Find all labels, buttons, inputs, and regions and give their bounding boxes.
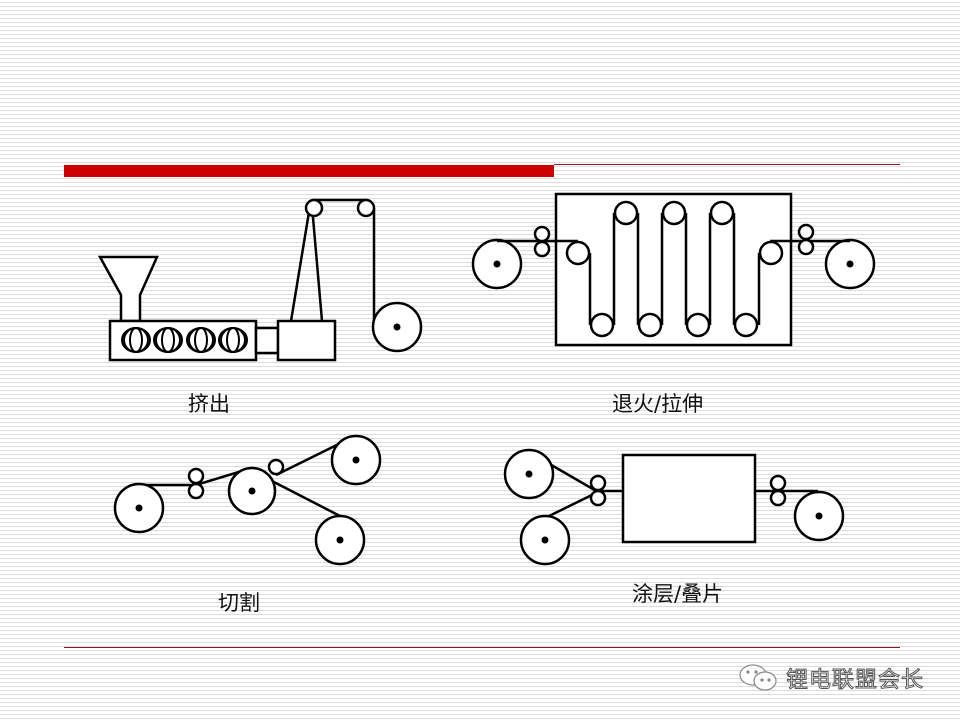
annealing-diagram xyxy=(471,192,876,347)
hopper-icon xyxy=(97,255,159,323)
guide-roller xyxy=(356,198,376,218)
coating-diagram xyxy=(503,448,845,566)
guide-roller xyxy=(304,198,324,218)
label-coating-laminating: 涂层/叠片 xyxy=(632,582,724,606)
footer-rule xyxy=(64,647,900,648)
label-annealing-stretching: 退火/拉伸 xyxy=(612,392,704,416)
watermark-text: 锂电联盟会长 xyxy=(785,668,925,694)
extruder-neck xyxy=(254,326,280,355)
extruder-barrel xyxy=(108,319,258,362)
extrusion-diagram xyxy=(97,198,423,362)
label-slitting: 切割 xyxy=(218,591,260,615)
title-accent-bar xyxy=(64,165,554,177)
label-extrusion: 挤出 xyxy=(188,392,230,416)
title-rule xyxy=(554,164,900,165)
wechat-icon xyxy=(739,664,777,691)
screw-elements xyxy=(121,327,248,353)
slitting-diagram xyxy=(113,434,382,566)
watermark: 锂电联盟会长 xyxy=(738,662,924,694)
die-box xyxy=(276,319,337,362)
coater-box xyxy=(621,453,757,544)
